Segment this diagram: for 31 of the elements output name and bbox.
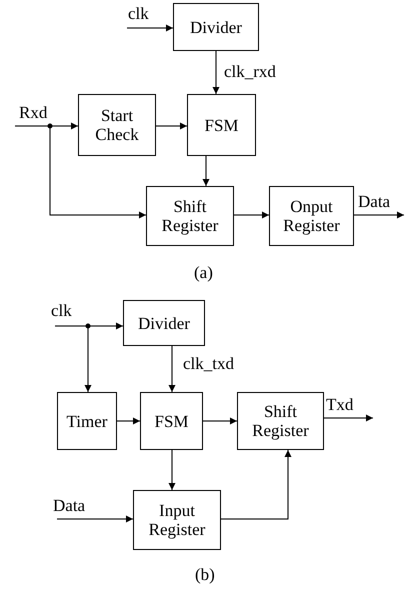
arrow [156,122,188,130]
arrow [168,450,176,490]
arrow [126,24,174,32]
arrow [50,126,146,218]
block-box: Onput Register [269,186,354,246]
signal-label: clk_txd [182,355,235,373]
arrow [212,50,220,94]
block-box: Divider [173,3,259,51]
arrow [14,122,78,130]
arrow [354,212,404,218]
arrow [116,418,140,424]
block-box: FSM [140,392,203,450]
block-box: Shift Register [237,392,324,450]
subfigure-label: (b) [194,566,216,584]
subfigure-label: (a) [193,264,214,282]
arrow [324,414,374,422]
arrow [54,322,124,330]
block-box: Timer [57,392,117,450]
arrow [84,326,92,392]
arrow [234,212,270,218]
arrow [168,346,176,392]
block-box: FSM [187,94,256,156]
block-box: Start Check [78,94,156,156]
arrow [202,156,210,186]
signal-label: clk_rxd [223,63,277,81]
block-box: Divider [123,300,205,346]
block-box: Input Register [133,490,221,550]
block-box: Shift Register [146,186,234,246]
arrow [202,418,238,424]
arrow [220,450,292,520]
arrow [56,516,134,522]
